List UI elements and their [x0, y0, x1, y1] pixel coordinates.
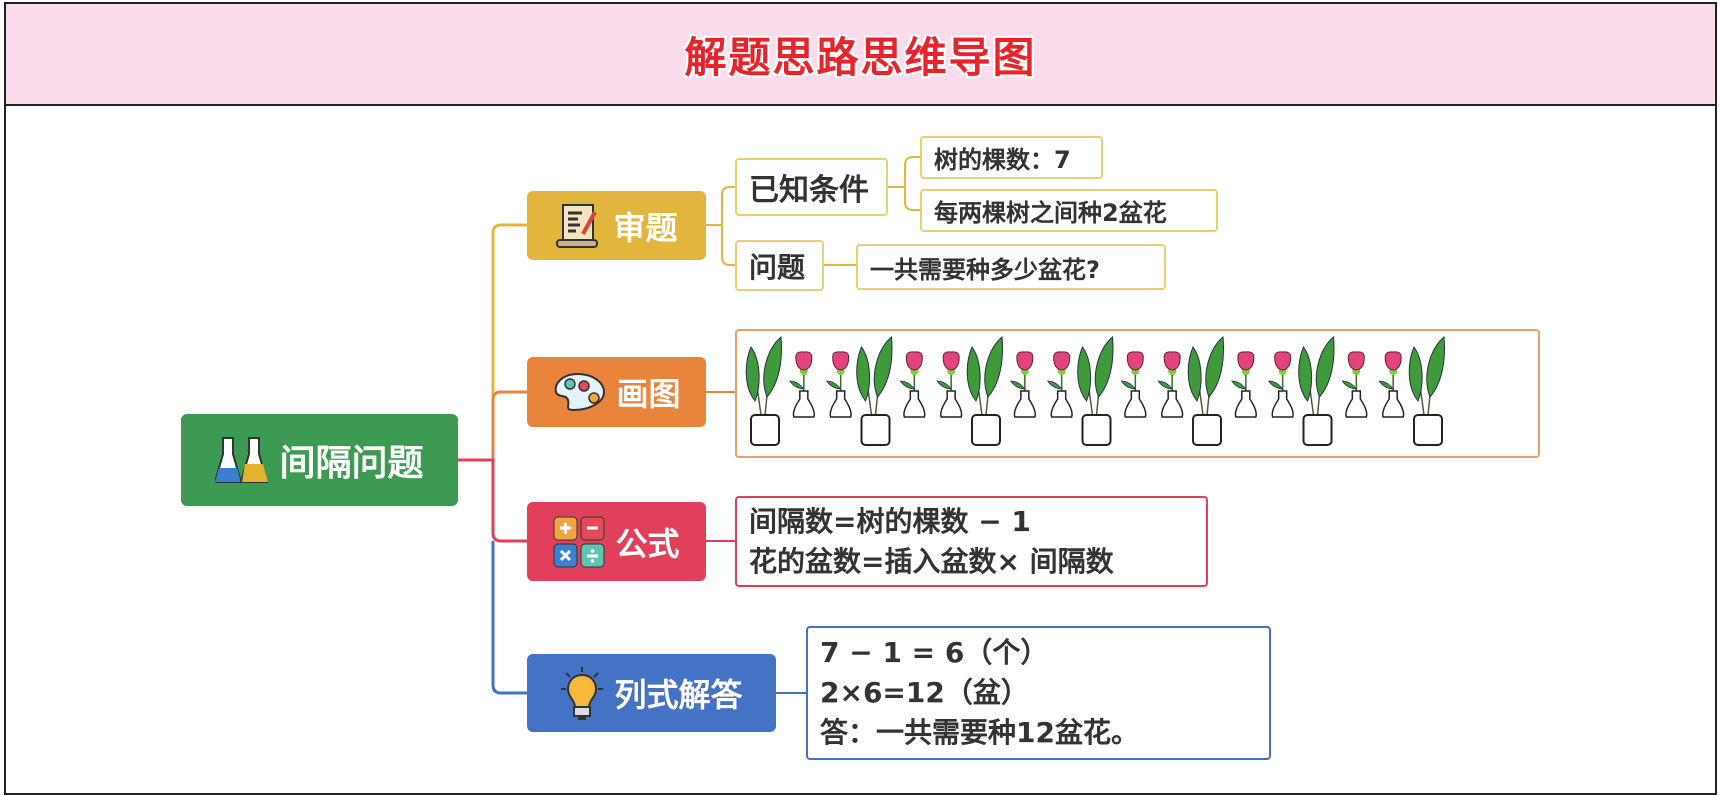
tree-icon [856, 335, 893, 446]
branch-review[interactable]: 审题 [527, 191, 706, 260]
formula-line: 间隔数=树的棵数 − 1 [749, 504, 1031, 538]
tree-icon [966, 335, 1003, 446]
flower-icon [825, 351, 852, 418]
answer-line: 答：一共需要种12盆花。 [820, 716, 1139, 749]
known-conditions-label: 已知条件 [749, 173, 869, 208]
flower-icon [1267, 351, 1294, 418]
known-item-label: 每两棵树之间种2盆花 [934, 199, 1167, 227]
tree-icon [1408, 335, 1445, 446]
branch-draw-label: 画图 [616, 375, 681, 413]
connector-review [458, 223, 527, 462]
question-node[interactable]: 问题 [735, 240, 824, 291]
tree-icon [1298, 335, 1335, 446]
connector-answer [491, 541, 527, 695]
drawing-box [735, 329, 1540, 458]
branch-answer-label: 列式解答 [614, 676, 743, 714]
flower-icon [936, 351, 963, 418]
branch-answer[interactable]: 列式解答 [527, 654, 776, 732]
known-item-label: 树的棵数：7 [934, 146, 1071, 174]
flask-icon [215, 437, 269, 483]
known-item-tree-count[interactable]: 树的棵数：7 [920, 136, 1103, 179]
page-title: 解题思路思维导图 [684, 32, 1037, 82]
question-text: 一共需要种多少盆花? [870, 255, 1100, 284]
connector-review-known [706, 186, 735, 266]
connector-formula [458, 458, 527, 543]
connector-draw [491, 390, 527, 460]
answer-box[interactable]: 7 − 1 = 6（个） 2×6=12（盆） 答：一共需要种12盆花。 [806, 626, 1271, 760]
root-node[interactable]: 间隔问题 [181, 414, 458, 506]
flower-icon [1157, 351, 1184, 418]
flower-icon [899, 351, 926, 418]
palette-icon [555, 372, 606, 412]
branch-draw[interactable]: 画图 [527, 357, 706, 427]
tree-icon [745, 335, 782, 446]
formula-box[interactable]: 间隔数=树的棵数 − 1 花的盆数=插入盆数× 间隔数 [735, 496, 1208, 587]
answer-line: 2×6=12（盆） [820, 676, 1029, 709]
answer-line: 7 − 1 = 6（个） [820, 636, 1049, 669]
flower-icon [1378, 351, 1405, 418]
root-label: 间隔问题 [279, 443, 424, 484]
branch-formula[interactable]: 公式 [527, 502, 706, 581]
mindmap-frame: 解题思路思维导图 [4, 2, 1717, 795]
branch-formula-label: 公式 [615, 524, 680, 563]
connector-known-items [888, 156, 920, 211]
flower-icon [1046, 351, 1073, 418]
lightbulb-icon [561, 667, 604, 720]
tree-icon [1187, 335, 1224, 446]
flower-icon [1231, 351, 1257, 418]
calculator-icon [553, 516, 605, 567]
branch-review-label: 审题 [613, 208, 678, 247]
trees-and-flowers-drawing [745, 335, 1445, 446]
flower-icon [789, 351, 815, 418]
known-conditions-node[interactable]: 已知条件 [735, 158, 888, 216]
question-label: 问题 [749, 250, 806, 284]
header: 解题思路思维导图 [6, 4, 1715, 106]
known-item-flowers-per-gap[interactable]: 每两棵树之间种2盆花 [920, 189, 1218, 232]
flower-icon [1010, 351, 1036, 418]
flower-icon [1341, 351, 1368, 418]
scroll-icon [556, 203, 599, 248]
formula-line: 花的盆数=插入盆数× 间隔数 [749, 544, 1114, 578]
question-text-node[interactable]: 一共需要种多少盆花? [856, 244, 1166, 290]
flower-icon [1120, 351, 1147, 418]
tree-icon [1077, 335, 1114, 446]
